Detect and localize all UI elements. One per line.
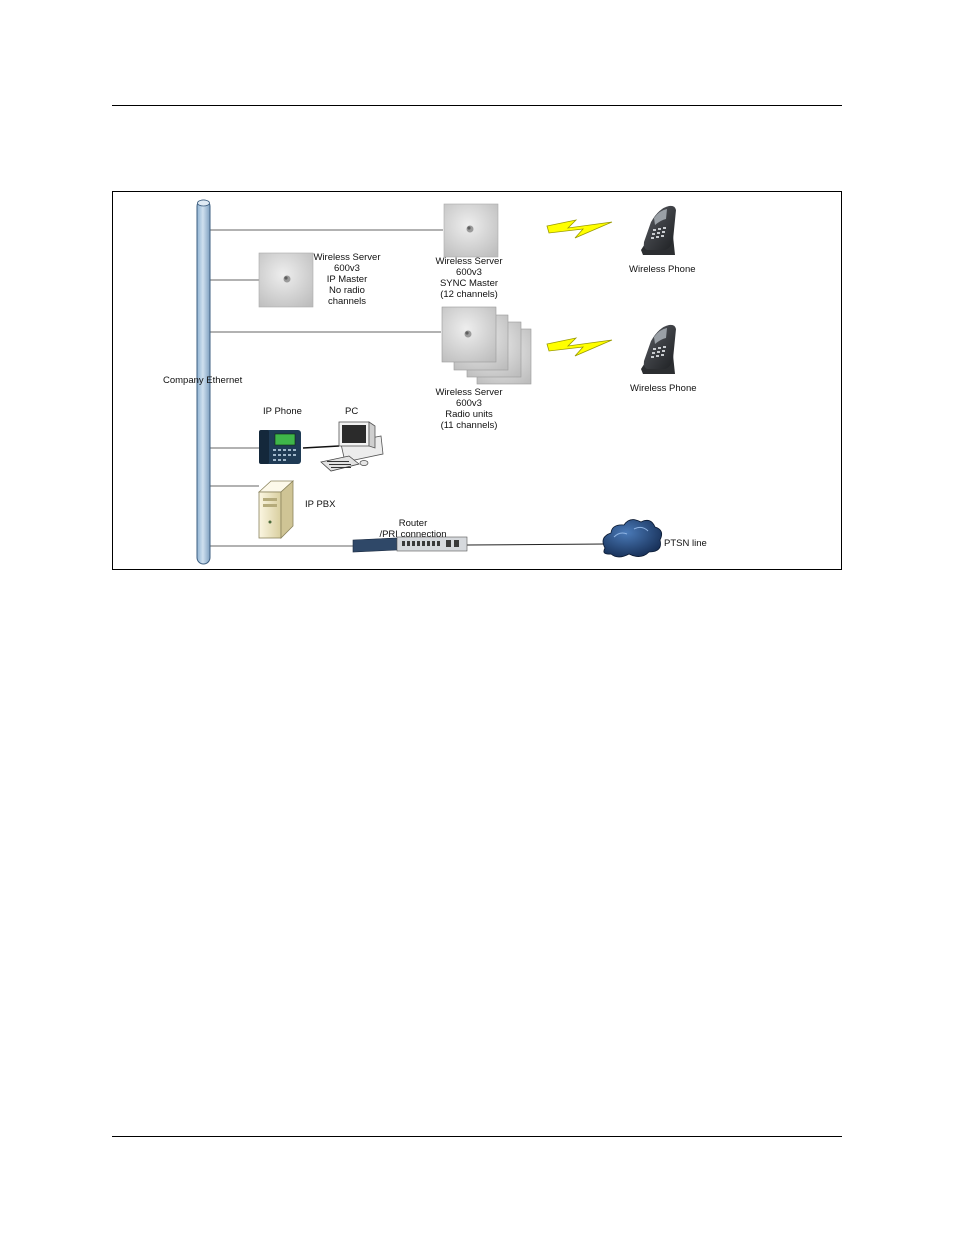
header-rule: [112, 105, 842, 106]
radio-link-icon-1: [547, 220, 612, 238]
ip-master-label-line: 600v3: [309, 263, 385, 274]
company-ethernet-label: Company Ethernet: [163, 375, 242, 386]
ip-phone-pc-cable: [303, 446, 339, 448]
footer-rule: [112, 1136, 842, 1137]
sync-master-label-line: 600v3: [431, 267, 507, 278]
sync-master-label-line: (12 channels): [431, 289, 507, 300]
ip-master-label-line: No radio: [309, 285, 385, 296]
sync-master-label-line: SYNC Master: [431, 278, 507, 289]
ip-phone-label: IP Phone: [263, 406, 302, 417]
radio-units-label-line: Radio units: [431, 409, 507, 420]
pc-label: PC: [345, 406, 358, 417]
radio-units-server-icon: [442, 307, 531, 384]
radio-units-label-line: Wireless Server: [431, 387, 507, 398]
router-label: Router /PRI connection: [373, 518, 453, 540]
network-diagram: Company Ethernet Wireless Server 600v3 I…: [112, 191, 842, 570]
router-ptsn-line: [467, 544, 605, 545]
wireless-phone-icon-1: [641, 206, 676, 255]
ptsn-label: PTSN line: [664, 538, 707, 549]
ip-master-label-line: Wireless Server: [309, 252, 385, 263]
ip-pbx-icon: [259, 481, 293, 538]
radio-units-label-line: (11 channels): [431, 420, 507, 431]
radio-units-label: Wireless Server 600v3 Radio units (11 ch…: [431, 387, 507, 431]
ip-pbx-label: IP PBX: [305, 499, 335, 510]
ip-master-server-icon: [259, 253, 313, 307]
radio-units-label-line: 600v3: [431, 398, 507, 409]
ip-master-label-line: channels: [309, 296, 385, 307]
sync-master-label-line: Wireless Server: [431, 256, 507, 267]
radio-link-icon-2: [547, 338, 612, 356]
wireless-phone-icon-2: [641, 325, 676, 374]
ip-master-label: Wireless Server 600v3 IP Master No radio…: [309, 252, 385, 307]
router-label-line: /PRI connection: [373, 529, 453, 540]
ip-master-label-line: IP Master: [309, 274, 385, 285]
ptsn-cloud-icon: [603, 520, 662, 557]
sync-master-label: Wireless Server 600v3 SYNC Master (12 ch…: [431, 256, 507, 300]
router-label-line: Router: [373, 518, 453, 529]
wireless-phone-label-2: Wireless Phone: [630, 383, 697, 394]
wireless-phone-label-1: Wireless Phone: [629, 264, 696, 275]
ip-phone-icon: [259, 430, 301, 464]
sync-master-server-icon: [444, 204, 498, 257]
